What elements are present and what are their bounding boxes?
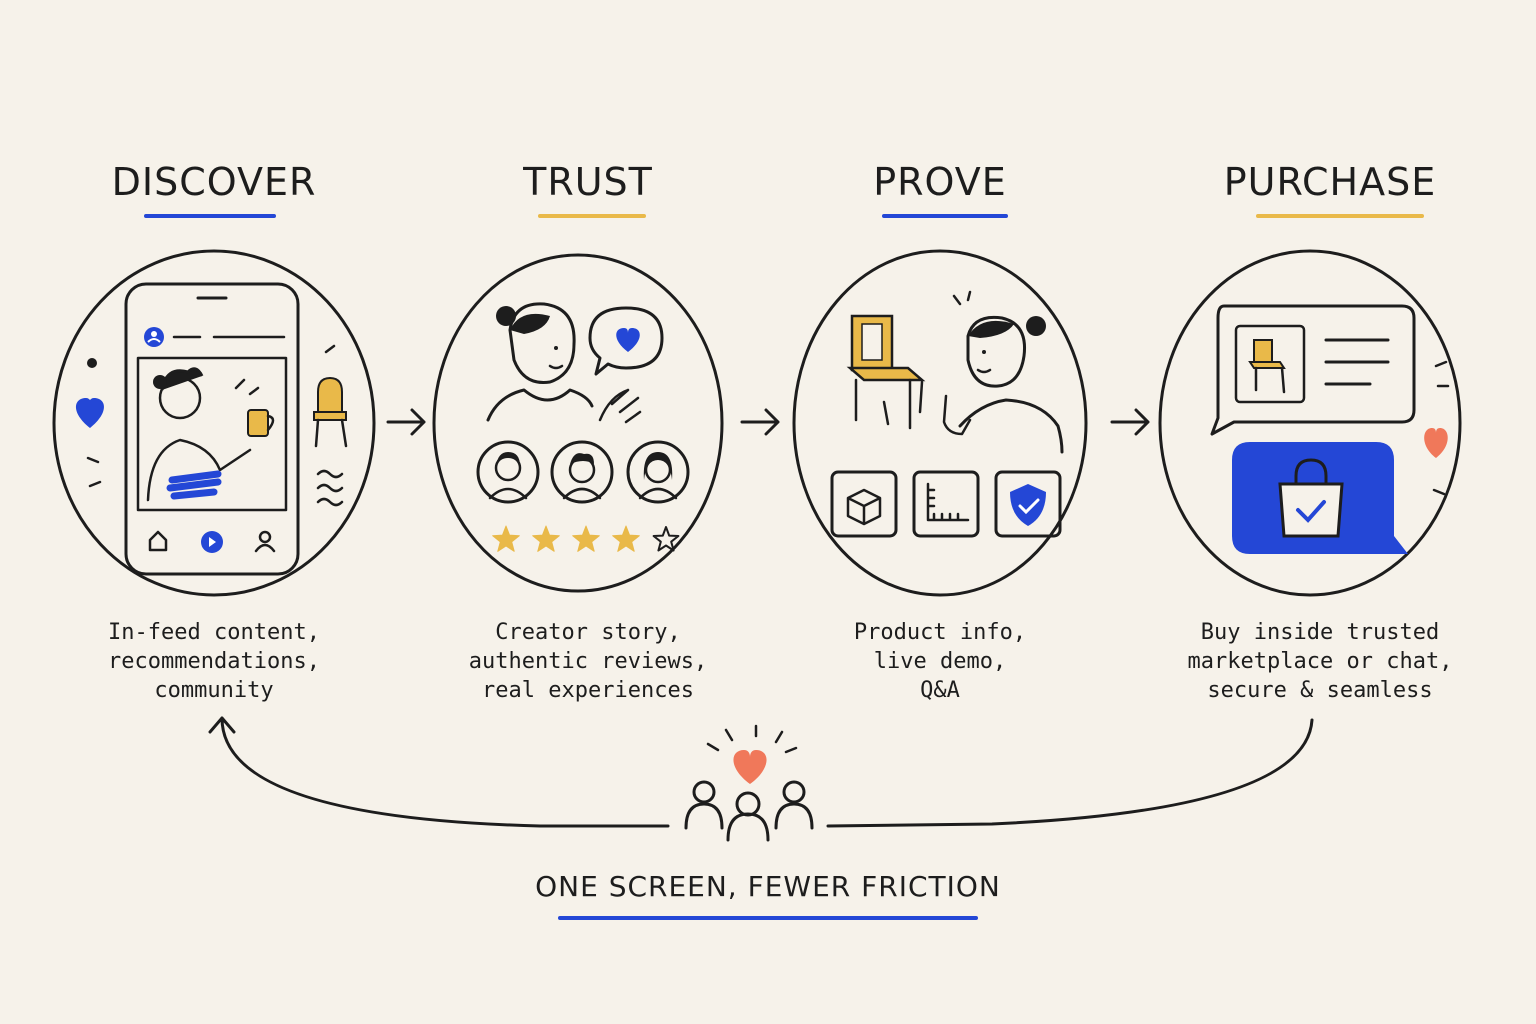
heart-icon <box>1424 428 1448 458</box>
stage-title-prove: PROVE <box>873 160 1007 204</box>
purchase-circle <box>1158 249 1462 597</box>
smartphone-icon <box>124 282 300 576</box>
presenter-avatar <box>942 290 1064 454</box>
rating-stars <box>492 525 680 552</box>
star-filled-icon <box>572 525 600 552</box>
box-icon <box>830 470 898 538</box>
star-empty-icon <box>652 526 680 552</box>
stage-underline-trust <box>538 214 646 218</box>
shopping-bag-icon <box>1278 458 1344 538</box>
flow-arrow <box>740 408 780 436</box>
chat-heart-bubble <box>588 306 664 376</box>
prove-circle <box>792 249 1088 597</box>
stage-description-prove: Product info, live demo, Q&A <box>853 620 1027 703</box>
stage-underline-purchase <box>1256 214 1424 218</box>
shield-check-icon <box>994 470 1062 538</box>
heart-icon <box>733 750 767 784</box>
flow-arrow <box>1110 408 1150 436</box>
star-filled-icon <box>612 525 640 552</box>
heart-icon <box>616 328 640 352</box>
stage-description-trust: Creator story, authentic reviews, real e… <box>468 620 708 703</box>
reviewer-avatars <box>476 440 690 504</box>
trust-circle <box>432 253 724 593</box>
dot-decoration <box>87 358 97 368</box>
flow-arrow <box>386 408 426 436</box>
stage-description-purchase: Buy inside trusted marketplace or chat, … <box>1187 620 1453 703</box>
community-icon <box>684 724 814 842</box>
product-chat-bubble <box>1210 304 1416 436</box>
stage-title-trust: TRUST <box>523 160 653 204</box>
footer-underline <box>558 916 978 920</box>
hand-icon <box>598 388 642 424</box>
stage-underline-discover <box>144 214 276 218</box>
creator-avatar <box>486 302 594 422</box>
chair-icon <box>846 314 926 430</box>
star-filled-icon <box>492 525 520 552</box>
footer-tagline: ONE SCREEN, FEWER FRICTION <box>535 870 1001 903</box>
stage-title-purchase: PURCHASE <box>1223 160 1437 204</box>
checkout-bubble <box>1232 442 1408 554</box>
chair-icon <box>313 376 348 448</box>
loop-arrow-right <box>826 718 1314 828</box>
loop-arrow-left <box>208 716 670 828</box>
heart-icon <box>76 398 104 428</box>
stage-title-discover: DISCOVER <box>111 160 317 204</box>
stage-description-discover: In-feed content, recommendations, commun… <box>108 620 320 703</box>
ruler-icon <box>912 470 980 538</box>
discover-circle <box>52 249 376 597</box>
star-filled-icon <box>532 525 560 552</box>
stage-underline-prove <box>882 214 1008 218</box>
